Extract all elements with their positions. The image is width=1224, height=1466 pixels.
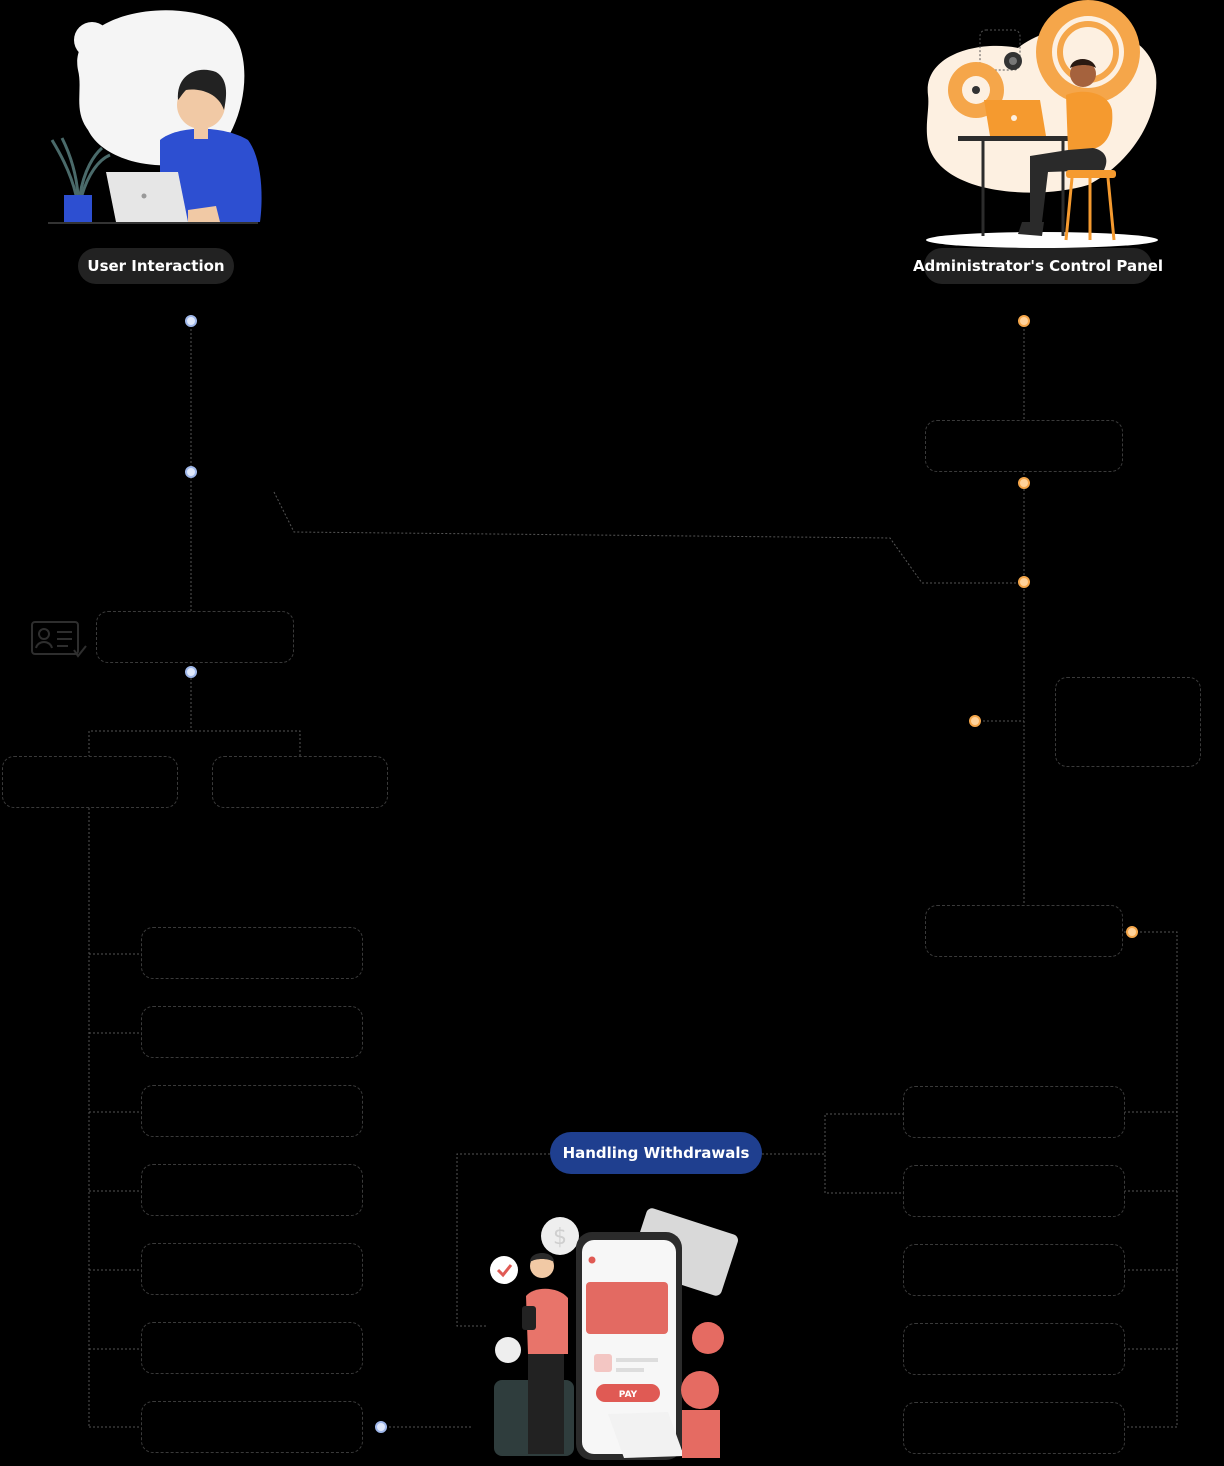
user-interaction-text: User Interaction (87, 257, 225, 275)
id-card-icon (31, 621, 87, 658)
user-interaction-label: User Interaction (78, 248, 234, 284)
svg-text:PAY: PAY (619, 1390, 638, 1400)
admin-step-box (925, 420, 1123, 472)
user-list-box (141, 1164, 363, 1216)
user-node-dot (185, 315, 197, 327)
admin-list-box (903, 1402, 1125, 1454)
handling-withdrawals-label: Handling Withdrawals (550, 1132, 762, 1174)
user-node-dot (375, 1421, 387, 1433)
admin-node-dot (1126, 926, 1138, 938)
handling-withdrawals-text: Handling Withdrawals (562, 1144, 750, 1162)
admin-list-box (903, 1244, 1125, 1296)
admin-node-dot (1018, 315, 1030, 327)
admin-side-box (1055, 677, 1201, 767)
admin-node-dot (969, 715, 981, 727)
admin-control-panel-text: Administrator's Control Panel (912, 257, 1164, 275)
user-list-box (141, 1243, 363, 1295)
user-branch-box (2, 756, 178, 808)
admin-list-box (903, 1086, 1125, 1138)
user-list-box (141, 1006, 363, 1058)
user-step-box (96, 611, 294, 663)
admin-node-dot (1018, 576, 1030, 588)
svg-text:$: $ (553, 1225, 567, 1250)
admin-node-dot (1018, 477, 1030, 489)
admin-step-box (925, 905, 1123, 957)
user-list-box (141, 1401, 363, 1453)
user-list-box (141, 1322, 363, 1374)
admin-list-box (903, 1323, 1125, 1375)
user-list-box (141, 927, 363, 979)
admin-control-panel-label: Administrator's Control Panel (913, 248, 1163, 284)
admin-list-box (903, 1165, 1125, 1217)
withdraw-illustration: $ PAY (490, 1208, 738, 1460)
user-list-box (141, 1085, 363, 1137)
user-node-dot (185, 466, 197, 478)
user-node-dot (185, 666, 197, 678)
user-illustration (48, 10, 262, 224)
admin-illustration (926, 0, 1158, 248)
user-branch-box (212, 756, 388, 808)
